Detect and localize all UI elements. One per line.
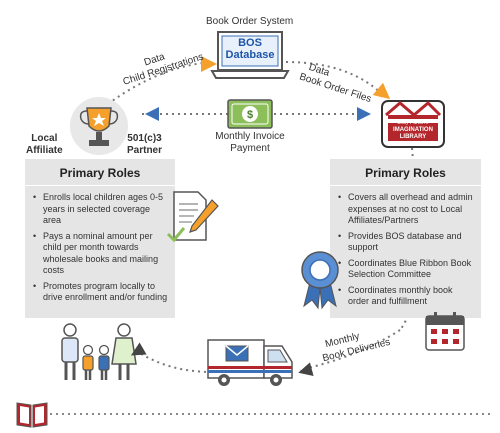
list-item: Pays a nominal amount per child per mont… (33, 231, 169, 277)
logo-text-line1: Dolly Parton's (397, 120, 429, 126)
money-icon: $ (227, 99, 273, 129)
database-label-line1: BOS (238, 37, 262, 49)
right-roles-title: Primary Roles (365, 166, 446, 180)
list-item: Covers all overhead and admin expenses a… (338, 192, 475, 227)
blue-arrow-icon (357, 107, 371, 121)
trophy-icon (70, 97, 128, 155)
blue-arrow-icon (145, 107, 159, 121)
left-roles-title: Primary Roles (59, 166, 141, 180)
list-item: Promotes program locally to drive enroll… (33, 281, 169, 304)
blue-ribbon-icon (301, 251, 339, 310)
logo-text-line2: IMAGINATION (393, 127, 433, 133)
invoice-line2: Payment (230, 143, 270, 154)
svg-text:$: $ (247, 109, 253, 121)
left-divider (25, 185, 175, 186)
laptop-icon (210, 31, 290, 79)
database-label-line2: Database (225, 49, 275, 61)
left-top-dotted-path (107, 61, 213, 105)
checklist-pencil-icon (166, 191, 219, 243)
right-roles-list: Covers all overhead and admin expenses a… (330, 192, 481, 308)
list-item: Enrolls local children ages 0-5 years in… (33, 192, 169, 227)
imagination-library-logo (381, 100, 445, 148)
local-affiliate-label: Local Affiliate (26, 133, 63, 157)
invoice-line1: Monthly Invoice (215, 131, 285, 142)
left-roles-panel: Primary Roles Enrolls local children age… (25, 159, 175, 318)
right-top-dotted-path (285, 61, 385, 97)
list-item: Coordinates Blue Ribbon Book Selection C… (338, 258, 475, 281)
right-divider (330, 185, 481, 186)
partner-label: 501(c)3 Partner (127, 133, 162, 157)
local-affiliate-line2: Affiliate (26, 145, 63, 156)
local-affiliate-line1: Local (31, 133, 58, 144)
arrow-left-icon (298, 362, 314, 376)
book-icon (16, 402, 48, 428)
right-roles-panel: Primary Roles Covers all overhead and ad… (330, 159, 481, 318)
logo-text-line3: LIBRARY (399, 134, 427, 140)
calendar-icon (425, 312, 465, 351)
van-to-left-dotted-path (137, 351, 213, 373)
orange-arrow-icon (372, 82, 391, 100)
partner-line1: 501(c)3 (127, 133, 162, 144)
book-order-system-title: Book Order System (206, 16, 294, 27)
list-item: Provides BOS database and support (338, 231, 475, 254)
database-label: BOS Database (222, 37, 278, 61)
list-item: Coordinates monthly book order and fulfi… (338, 285, 475, 308)
left-roles-list: Enrolls local children ages 0-5 years in… (25, 192, 175, 304)
partner-line2: Partner (127, 145, 163, 156)
arrow-left-icon (130, 342, 147, 356)
logo-text: Dolly Parton's IMAGINATION LIBRARY (383, 120, 443, 141)
family-icon (61, 323, 137, 380)
orange-arrow-icon (201, 56, 217, 72)
mail-truck-icon (207, 339, 293, 386)
invoice-label: Monthly Invoice Payment (200, 131, 300, 155)
